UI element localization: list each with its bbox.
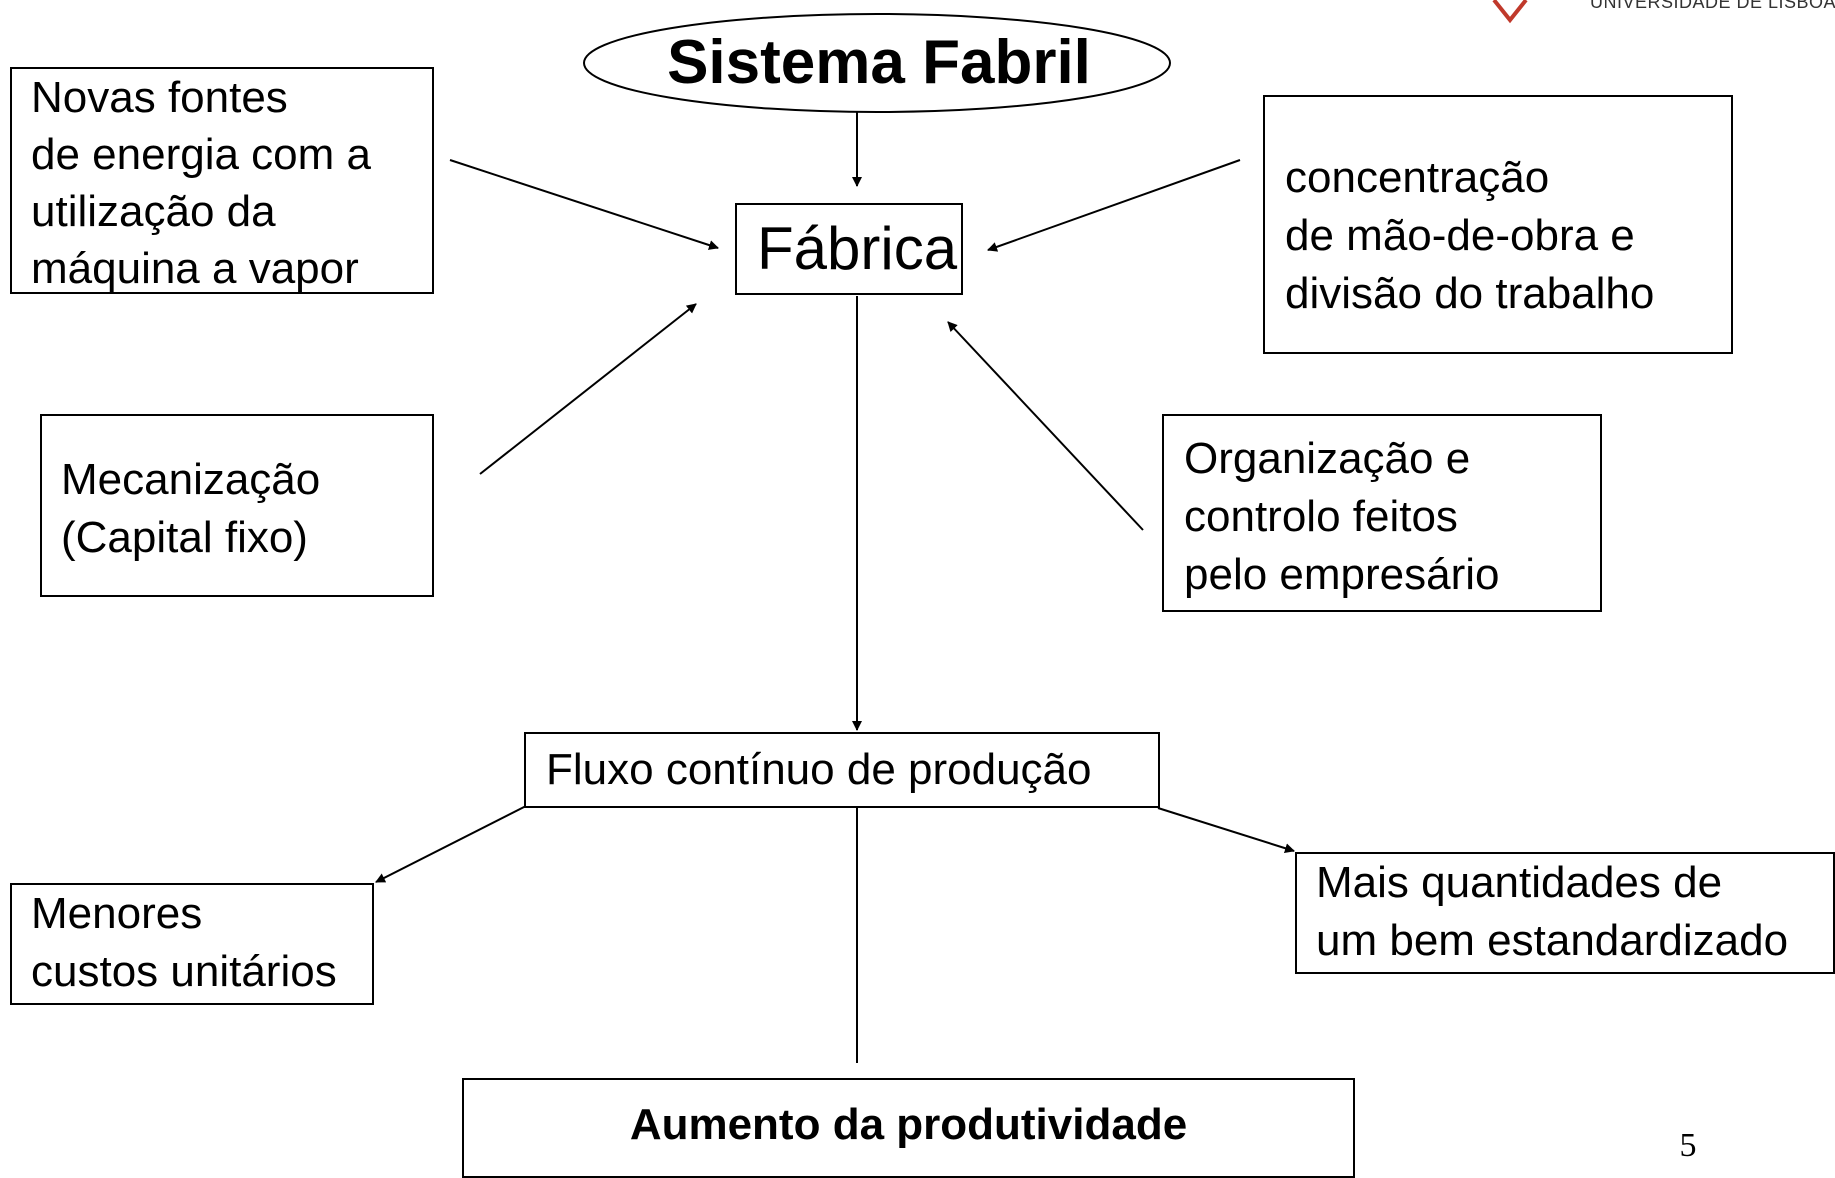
custos-line-1: Menores [31, 889, 203, 938]
mao-de-obra-line-3: divisão do trabalho [1285, 269, 1655, 318]
fluxo-label: Fluxo contínuo de produção [546, 745, 1092, 794]
mecanizacao-box: Mecanização (Capital fixo) [40, 414, 434, 597]
arrow-mao-de-obra-to-fabrica [987, 159, 1241, 252]
logo-shield-icon [1492, 0, 1528, 24]
organizacao-line-3: pelo empresário [1184, 550, 1500, 599]
custos-box: Menores custos unitários [10, 883, 374, 1005]
fabrica-box: Fábrica [735, 203, 963, 295]
organizacao-line-1: Organização e [1184, 434, 1471, 483]
organizacao-box: Organização e controlo feitos pelo empre… [1162, 414, 1602, 612]
fluxo-box: Fluxo contínuo de produção [524, 732, 1160, 808]
energia-box: Novas fontes de energia com a utilização… [10, 67, 434, 294]
university-logo [1480, 0, 1835, 34]
arrow-fluxo-to-quantidades [1157, 807, 1295, 854]
mao-de-obra-line-2: de mão-de-obra e [1285, 211, 1635, 260]
logo-text: UNIVERSIDADE DE LISBOA [1590, 0, 1835, 12]
mecanizacao-line-2: (Capital fixo) [61, 513, 308, 562]
mao-de-obra-line-1: concentração [1285, 153, 1550, 202]
quantidades-box: Mais quantidades de um bem estandardizad… [1295, 852, 1835, 974]
arrow-organizacao-to-fabrica [947, 321, 1144, 531]
energia-line-1: Novas fontes [31, 73, 288, 122]
arrow-energia-to-fabrica [449, 159, 719, 250]
energia-line-3: utilização da [31, 187, 276, 236]
mao-de-obra-box: concentração de mão-de-obra e divisão do… [1263, 95, 1733, 354]
title-ellipse [583, 13, 1171, 113]
energia-line-2: de energia com a [31, 130, 371, 179]
produtividade-label: Aumento da produtividade [629, 1100, 1188, 1149]
diagram-title: Sistema Fabril [667, 28, 1091, 97]
organizacao-line-2: controlo feitos [1184, 492, 1458, 541]
arrow-fluxo-to-custos [375, 805, 527, 883]
custos-line-2: custos unitários [31, 947, 337, 996]
quantidades-line-2: um bem estandardizado [1316, 916, 1789, 965]
produtividade-box: Aumento da produtividade [462, 1078, 1355, 1178]
energia-line-4: máquina a vapor [31, 244, 359, 293]
mecanizacao-line-1: Mecanização [61, 455, 321, 504]
arrow-mecanizacao-to-fabrica [479, 303, 697, 475]
quantidades-line-1: Mais quantidades de [1316, 858, 1723, 907]
page-number: 5 [1679, 1127, 1697, 1164]
fabrica-label: Fábrica [757, 215, 958, 282]
